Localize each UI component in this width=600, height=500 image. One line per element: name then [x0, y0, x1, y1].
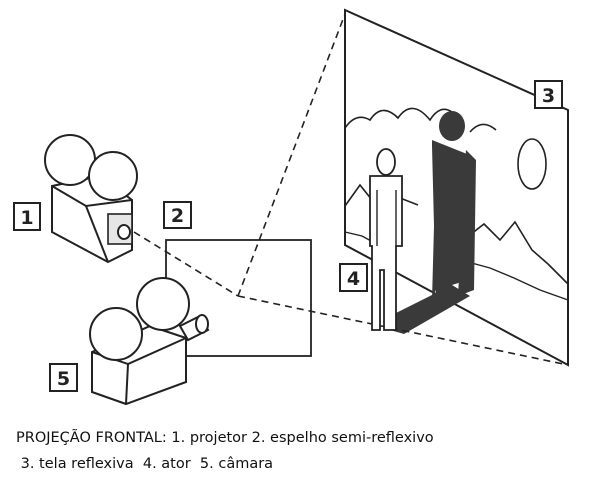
label-5-box: 5 — [49, 363, 78, 392]
label-4-box: 4 — [339, 263, 368, 292]
label-1: 1 — [20, 207, 33, 229]
caption-line-1: PROJEÇÃO FRONTAL: 1. projetor 2. espelho… — [16, 430, 434, 446]
label-3: 3 — [542, 85, 555, 107]
floor-shadow — [390, 285, 470, 334]
actor — [369, 148, 403, 331]
actor-shadow — [432, 111, 476, 300]
label-3-box: 3 — [534, 80, 563, 109]
reflective-screen — [237, 8, 569, 367]
label-5: 5 — [57, 368, 70, 390]
caption-line-2: 3. tela reflexiva 4. ator 5. câmara — [16, 456, 274, 472]
label-4: 4 — [347, 268, 360, 290]
label-2-box: 2 — [163, 201, 192, 229]
label-1-box: 1 — [13, 202, 41, 231]
projector — [44, 134, 138, 264]
camera — [89, 277, 210, 406]
screen-clouds — [344, 107, 453, 129]
projector-ray — [133, 231, 239, 297]
label-2: 2 — [171, 205, 184, 227]
screen-sun — [517, 138, 547, 190]
